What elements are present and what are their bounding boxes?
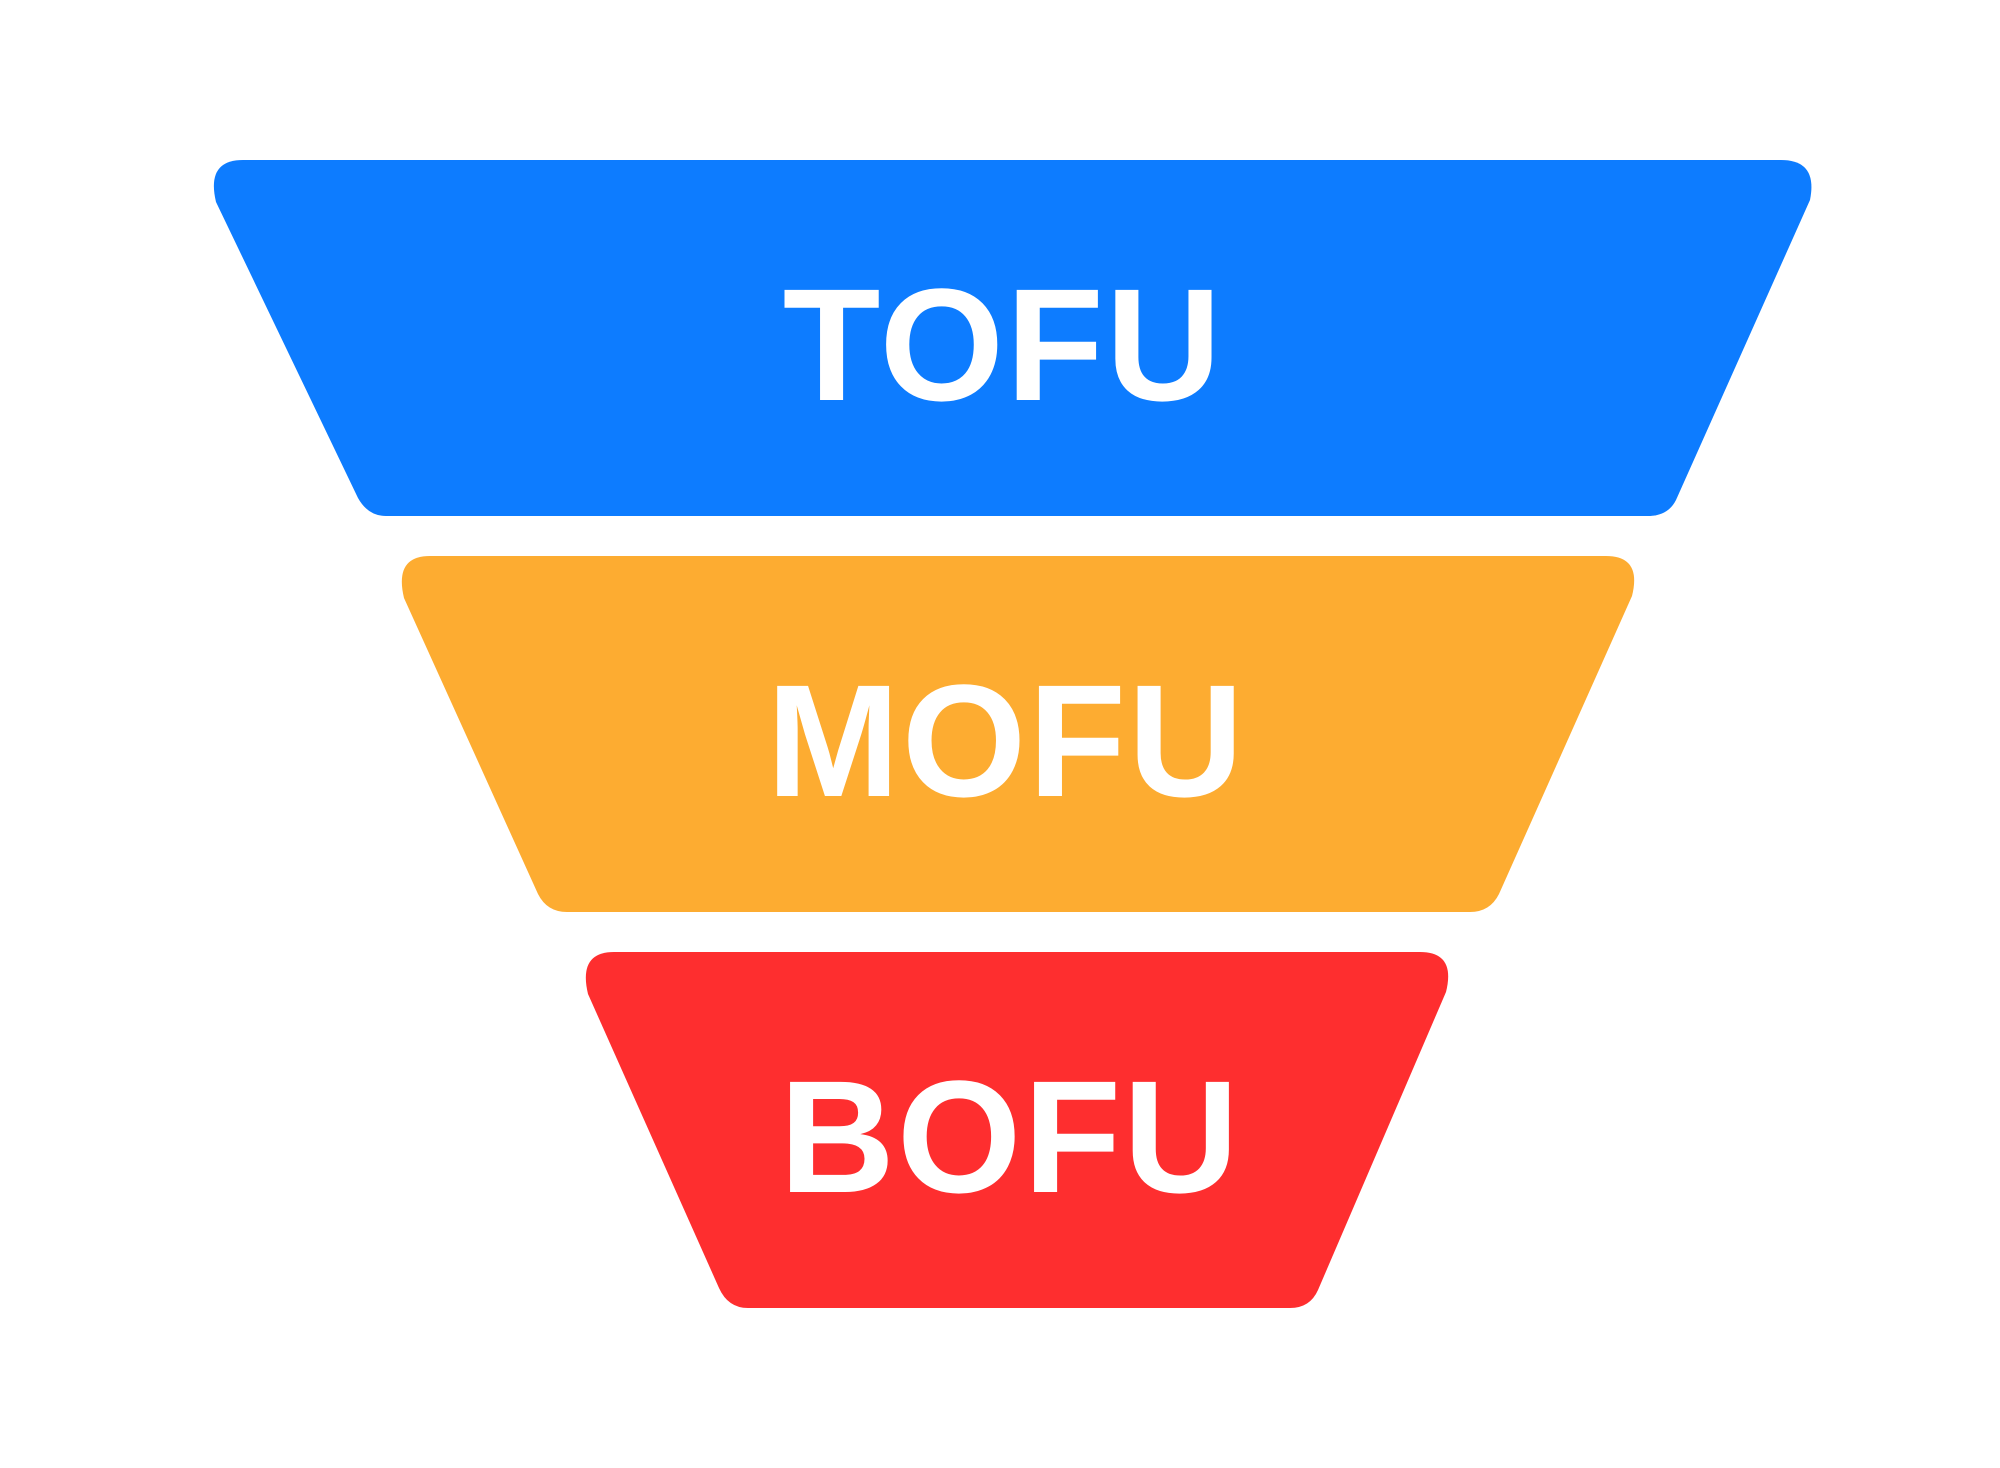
bofu-shape	[585, 952, 1449, 1308]
tofu-shape	[213, 160, 1812, 516]
bofu-label: BOFU	[779, 1047, 1240, 1226]
mofu-label: MOFU	[766, 651, 1245, 830]
tofu-label: TOFU	[783, 255, 1224, 434]
funnel-stage-tofu: TOFU	[213, 160, 1812, 516]
funnel-stage-mofu: MOFU	[401, 556, 1635, 912]
mofu-shape	[401, 556, 1635, 912]
funnel-stage-bofu: BOFU	[585, 952, 1449, 1308]
